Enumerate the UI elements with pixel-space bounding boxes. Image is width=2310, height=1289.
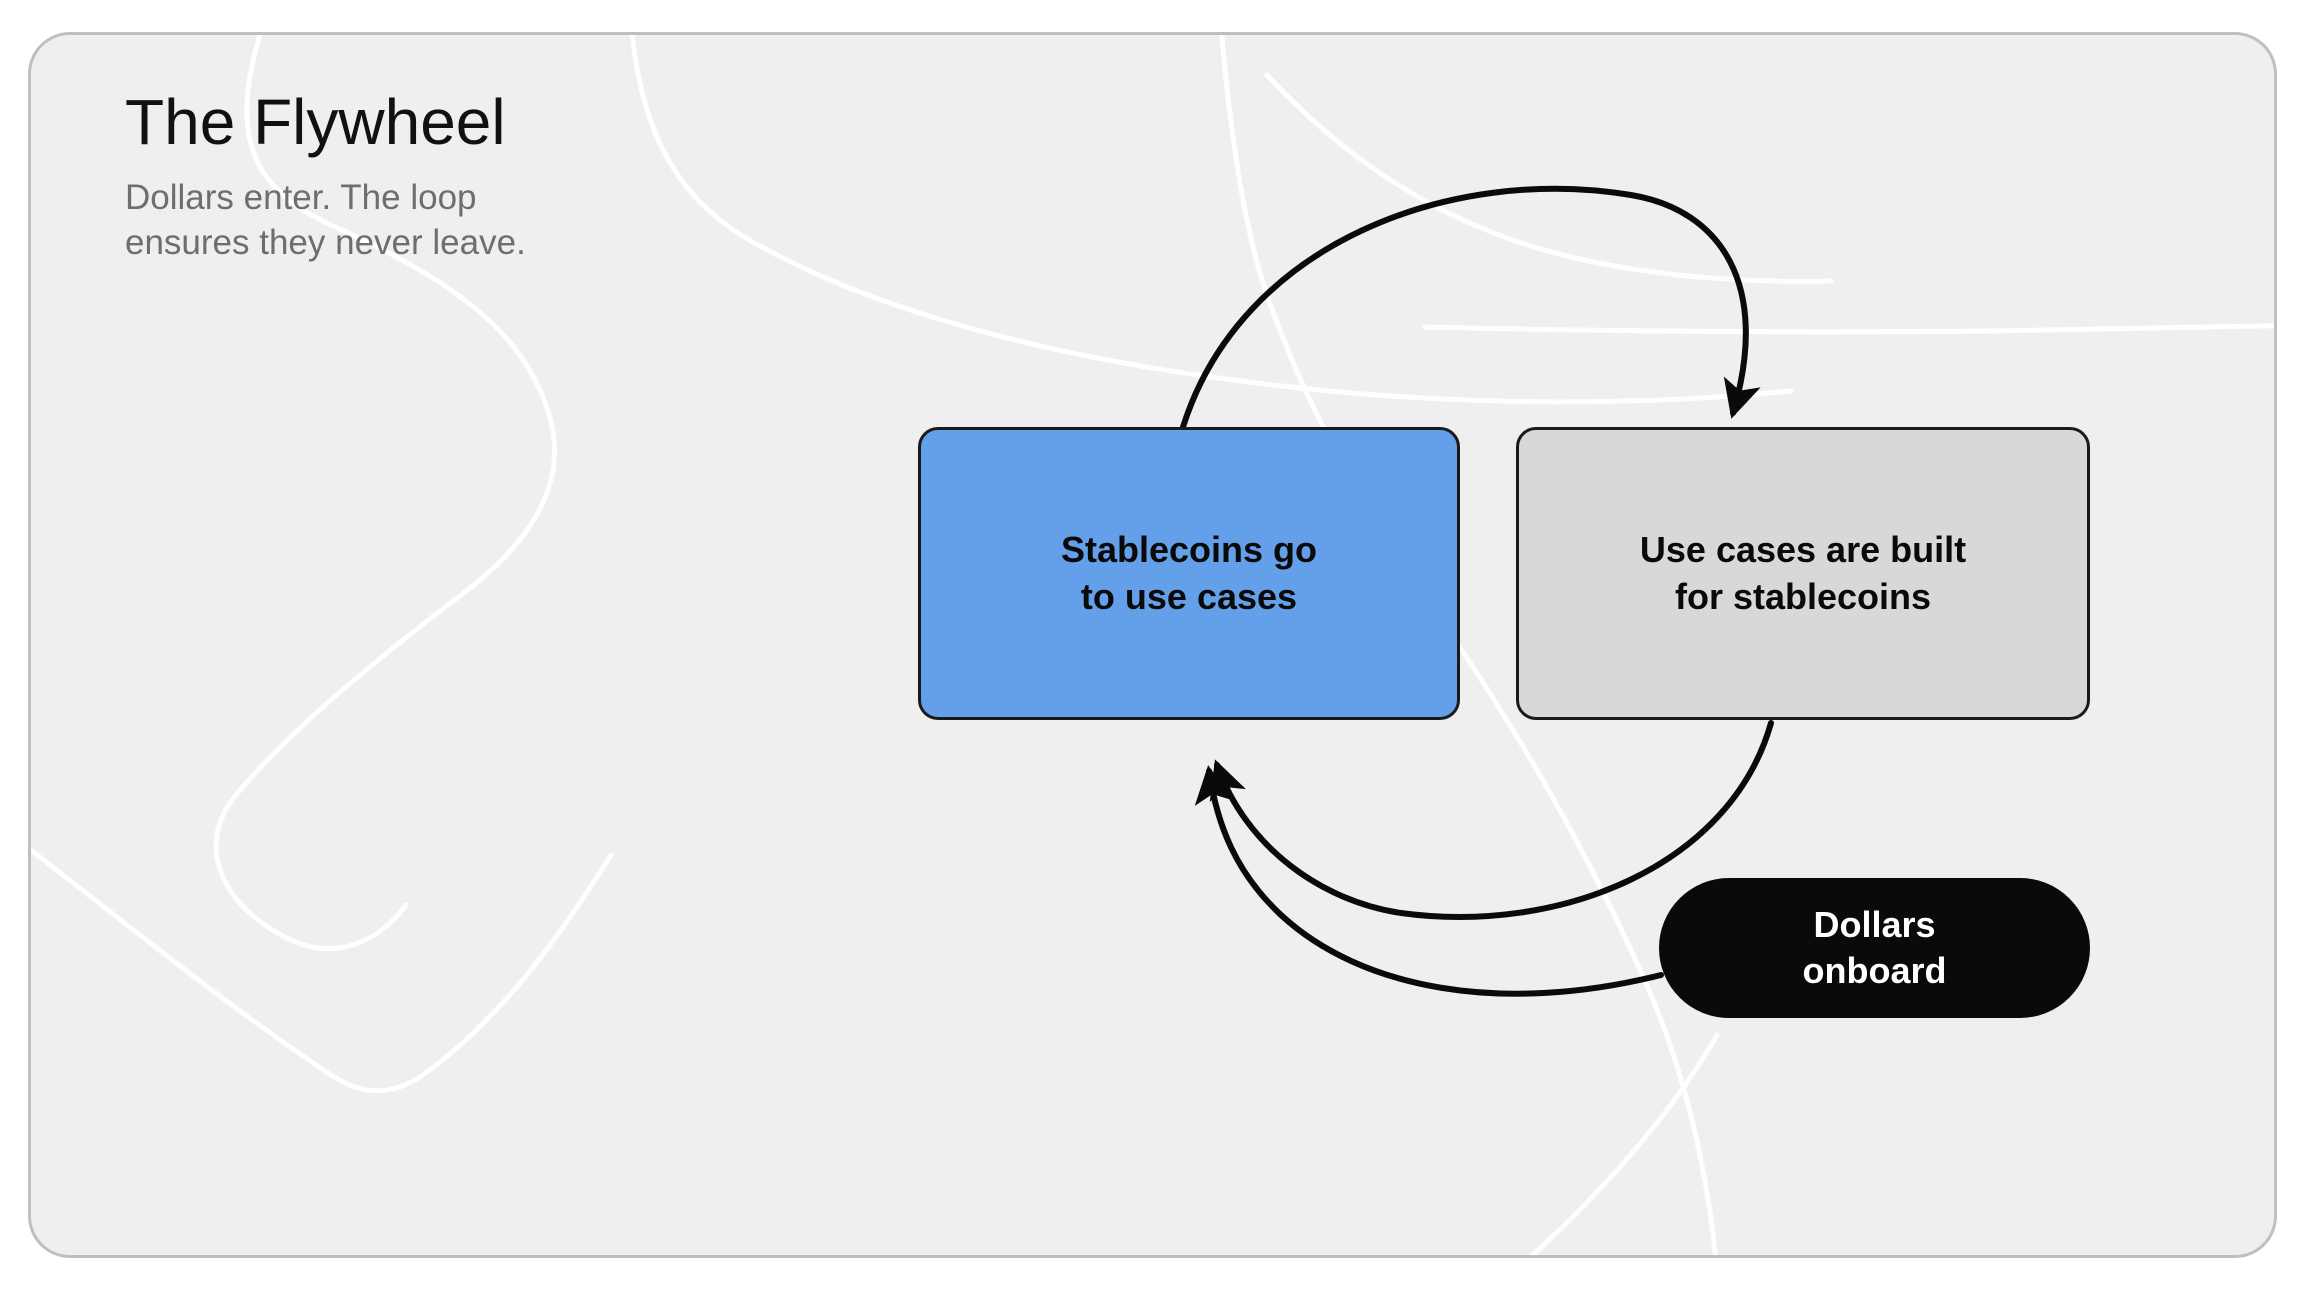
page-subtitle: Dollars enter. The loop ensures they nev… [125,178,526,262]
bg-line-right-horizontal [1422,323,2274,335]
arrow-stablecoins-to-usecases [1180,185,1761,430]
node-label: Stablecoins go to use cases [1060,529,1318,617]
bg-line-top-right-arc [1264,72,1834,284]
arrow-usecases-to-stablecoins [1209,720,1774,920]
page-title: The Flywheel [125,86,506,158]
arrow-dollars-to-stablecoins [1194,765,1664,997]
node-use-cases-are-built-for-stablecoins[interactable]: Use cases are built for stablecoins [1516,427,2090,720]
node-stablecoins-go-to-use-cases[interactable]: Stablecoins go to use cases [918,427,1460,720]
bg-line-diagonal-left [31,847,614,1094]
slide-frame: The Flywheel Dollars enter. The loop ens… [28,32,2277,1258]
node-label: Dollars onboard [1802,903,1947,991]
header-block: The Flywheel Dollars enter. The loop ens… [125,90,885,266]
bg-line-bottom-right [1529,1032,1720,1255]
node-dollars-onboard[interactable]: Dollars onboard [1659,878,2090,1018]
node-label: Use cases are built for stablecoins [1639,529,1967,617]
